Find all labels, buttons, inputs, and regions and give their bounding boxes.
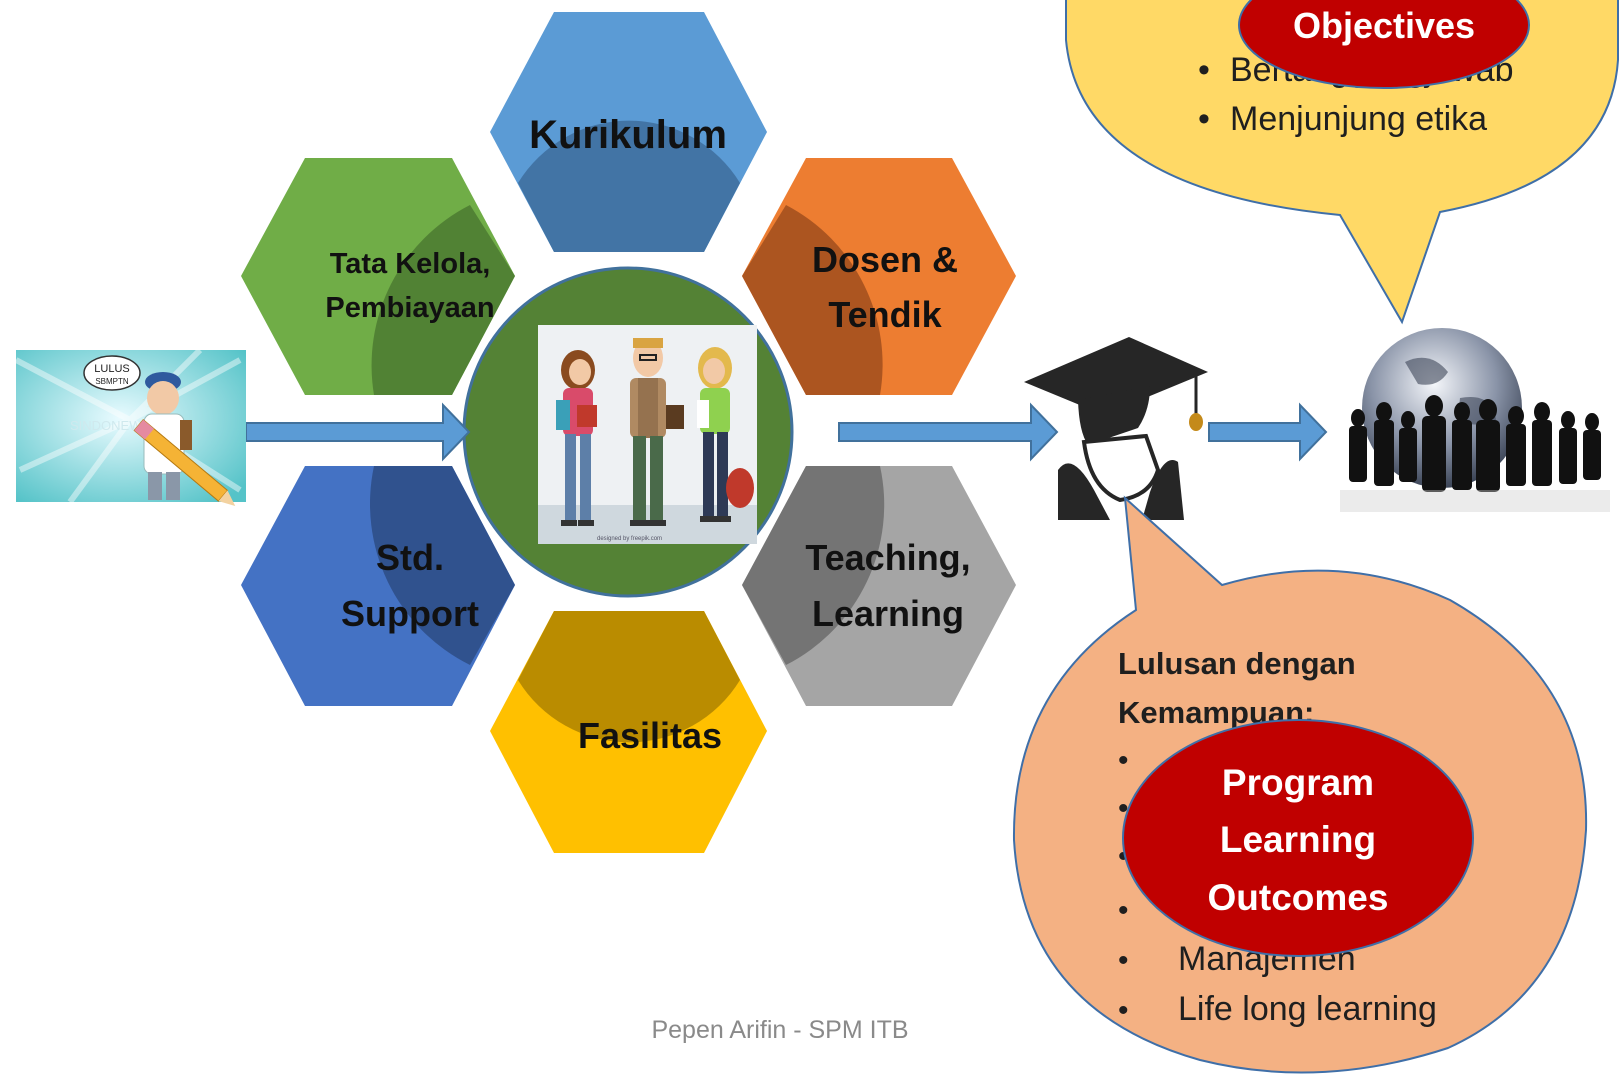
- student-icon-left: [556, 350, 597, 526]
- outcomes-bullet-1: •: [1118, 944, 1129, 977]
- outcomes-bullet-hidden-1: •: [1118, 744, 1129, 777]
- student-icon-middle: [630, 338, 684, 526]
- objectives-badge: [1238, 0, 1530, 89]
- hexagon-fasilitas: Fasilitas: [490, 611, 767, 853]
- std-support-label-line1: Std.: [376, 537, 444, 578]
- pencil-icon: [133, 418, 236, 507]
- objectives-callout: Bertanggungjawab • Menjunjung etika • Ob…: [1065, 0, 1619, 325]
- students-image-credit: designed by freepik.com: [597, 536, 662, 542]
- arrow-graduate-to-society: [1208, 402, 1328, 462]
- outcomes-bullet-hidden-4: •: [1118, 894, 1129, 927]
- dosen-label-line1: Dosen &: [812, 239, 958, 280]
- outcomes-bullet-hidden-2: •: [1118, 792, 1129, 825]
- std-support-label-line2: Support: [341, 593, 479, 634]
- input-student-image: SINDONEWS LULUS SBMPTN: [14, 347, 246, 507]
- outcomes-heading-line1: Lulusan dengan: [1118, 646, 1356, 681]
- graduate-icon: [1024, 337, 1208, 520]
- outcomes-callout: Lulusan dengan Kemampuan: • • • • • Mana…: [1012, 495, 1588, 1074]
- lulus-speech-bubble: [83, 355, 141, 391]
- objective-bullet-2: •: [1198, 100, 1210, 138]
- outcomes-badge-line1: Program: [1222, 762, 1374, 803]
- student-icon-right: [697, 347, 754, 522]
- objectives-title: Objectives: [1293, 5, 1475, 46]
- teaching-label-line1: Teaching,: [805, 537, 970, 578]
- tata-kelola-label-line2: Pembiayaan: [325, 292, 494, 324]
- outcomes-badge-line3: Outcomes: [1208, 877, 1389, 918]
- outcomes-bullet-2: •: [1118, 994, 1129, 1027]
- dosen-label-line2: Tendik: [828, 294, 942, 335]
- arrow-input-to-center: [245, 402, 471, 462]
- input-image-watermark: SINDONEWS: [70, 418, 151, 433]
- objective-bullet-1: •: [1198, 51, 1210, 89]
- footer-credit: Pepen Arifin - SPM ITB: [651, 1016, 908, 1044]
- arrow-center-to-graduate: [838, 402, 1059, 462]
- objectives-bubble: [1065, 0, 1619, 325]
- center-students-circle: designed by freepik.com: [462, 266, 794, 598]
- hexagon-teaching-learning: Teaching, Learning: [742, 466, 1016, 706]
- outcomes-bullet-hidden-3: •: [1118, 840, 1129, 873]
- lulus-label-line2: SBMPTN: [95, 377, 129, 386]
- kurikulum-label: Kurikulum: [529, 113, 727, 157]
- tata-kelola-label-line1: Tata Kelola,: [330, 248, 491, 280]
- teaching-label-line2: Learning: [812, 593, 964, 634]
- lulus-label-line1: LULUS: [94, 363, 129, 375]
- outcomes-badge-line2: Learning: [1220, 819, 1376, 860]
- hexagon-kurikulum: Kurikulum: [490, 12, 767, 252]
- outcomes-item-2: Life long learning: [1178, 990, 1437, 1028]
- outcomes-badge: [1122, 719, 1474, 957]
- fasilitas-label: Fasilitas: [578, 715, 722, 756]
- people-silhouettes-icon: [1349, 395, 1601, 492]
- hexagon-dosen-tendik: Dosen & Tendik: [742, 158, 1016, 395]
- objective-item-2: Menjunjung etika: [1230, 100, 1487, 138]
- society-globe-icon: [1340, 328, 1610, 512]
- hexagon-std-support: Std. Support: [241, 466, 515, 706]
- hexagon-tata-kelola: Tata Kelola, Pembiayaan: [241, 158, 515, 395]
